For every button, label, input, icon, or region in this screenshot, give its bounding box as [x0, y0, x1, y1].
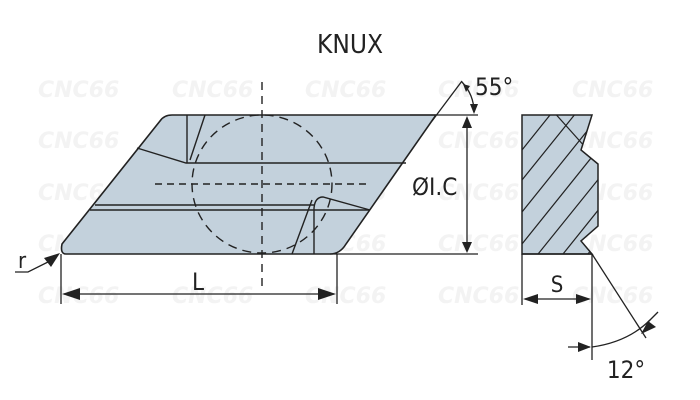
- angle-55-dimension: 55°: [431, 73, 513, 122]
- chipbreaker-bottom: [90, 196, 371, 255]
- clearance-angle-dimension: 12°: [568, 253, 659, 384]
- svg-text:CNC66: CNC66: [172, 78, 253, 103]
- diagram-title: KNUX: [317, 30, 383, 60]
- svg-text:CNC66: CNC66: [438, 78, 519, 103]
- svg-text:CNC66: CNC66: [438, 232, 519, 257]
- svg-text:r: r: [18, 249, 27, 274]
- thickness-dimension: S: [521, 254, 593, 360]
- svg-text:CNC66: CNC66: [172, 284, 253, 309]
- insert-side-view: [521, 114, 599, 255]
- chipbreaker-top: [136, 114, 406, 164]
- svg-text:CNC66: CNC66: [305, 284, 386, 309]
- svg-text:CNC66: CNC66: [438, 284, 519, 309]
- svg-text:CNC66: CNC66: [572, 78, 653, 103]
- ic-dimension: ØI.C: [412, 116, 472, 253]
- length-dimension: L: [60, 254, 338, 304]
- svg-text:CNC66: CNC66: [572, 284, 653, 309]
- svg-text:55°: 55°: [475, 73, 513, 101]
- svg-text:L: L: [192, 268, 204, 296]
- svg-text:ØI.C: ØI.C: [412, 173, 457, 201]
- svg-text:CNC66: CNC66: [305, 78, 386, 103]
- insert-top-view: [60, 114, 438, 255]
- svg-text:12°: 12°: [607, 356, 645, 384]
- radius-callout: r: [15, 249, 60, 274]
- svg-text:CNC66: CNC66: [438, 181, 519, 206]
- svg-text:CNC66: CNC66: [438, 129, 519, 154]
- svg-text:CNC66: CNC66: [38, 78, 119, 103]
- svg-text:CNC66: CNC66: [38, 129, 119, 154]
- svg-text:S: S: [551, 273, 564, 298]
